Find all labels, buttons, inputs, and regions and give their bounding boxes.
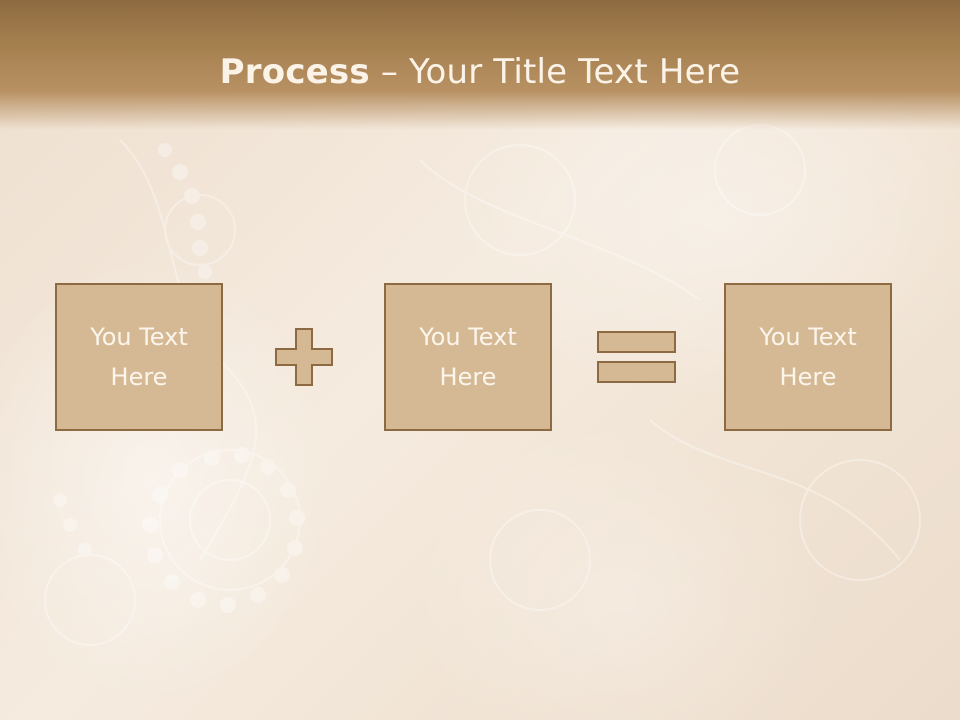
plus-icon: [275, 328, 333, 386]
process-box-1-label: You Text Here: [90, 323, 188, 391]
process-box-2-label: You Text Here: [419, 323, 517, 391]
title-separator: –: [369, 52, 410, 92]
title-bar: [0, 0, 960, 130]
title-rest-text: Your Title Text Here: [409, 52, 741, 92]
equals-icon: [597, 331, 676, 383]
process-box-2[interactable]: You Text Here: [384, 283, 552, 431]
process-box-3-label: You Text Here: [759, 323, 857, 391]
process-box-1[interactable]: You Text Here: [55, 283, 223, 431]
slide-title: Process – Your Title Text Here: [0, 52, 960, 92]
process-box-3[interactable]: You Text Here: [724, 283, 892, 431]
title-bold-text: Process: [219, 52, 370, 92]
